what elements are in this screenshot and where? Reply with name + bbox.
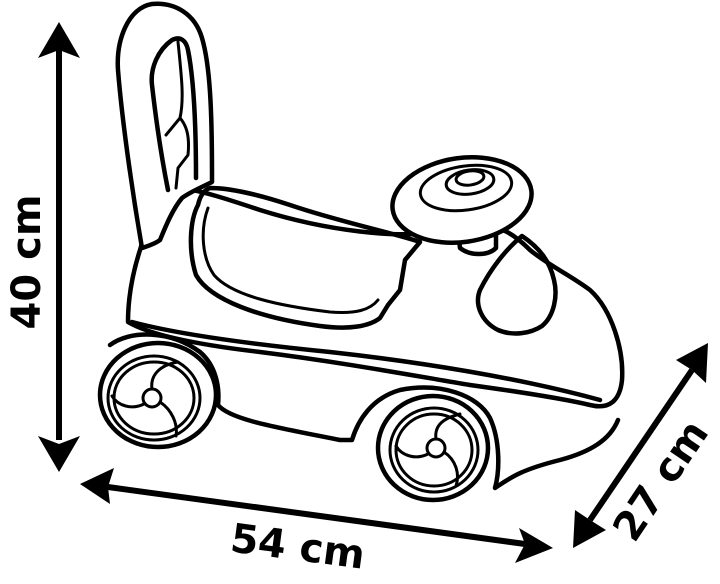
toy-front-window bbox=[475, 233, 558, 336]
length-dimension: 54 cm bbox=[80, 468, 553, 579]
toy-body bbox=[125, 185, 625, 409]
toy-seat bbox=[188, 185, 423, 330]
toy-rear-wheel-arch bbox=[107, 332, 221, 408]
ride-on-toy-illustration bbox=[97, 1, 625, 503]
toy-body-side-line bbox=[129, 319, 603, 403]
arrow-down-icon bbox=[38, 436, 80, 472]
arrow-right-icon bbox=[515, 528, 553, 563]
length-dimension-line bbox=[107, 484, 526, 547]
front-wheel-icon bbox=[375, 393, 491, 503]
rear-wheel-icon bbox=[97, 340, 219, 450]
toy-lower-side-panel bbox=[215, 385, 621, 491]
toy-backrest-detail bbox=[164, 40, 190, 190]
toy-backrest-handle-cutout bbox=[149, 36, 199, 193]
toy-seat-inner-rim bbox=[201, 206, 380, 314]
length-label: 54 cm bbox=[228, 515, 368, 578]
arrow-up-icon bbox=[38, 22, 80, 58]
height-label: 40 cm bbox=[4, 195, 50, 330]
arrow-up-right-icon bbox=[676, 343, 708, 383]
height-dimension: 40 cm bbox=[4, 22, 80, 472]
width-label: 27 cm bbox=[604, 412, 718, 550]
width-dimension-line bbox=[587, 368, 695, 522]
steering-wheel-icon bbox=[390, 155, 534, 245]
arrow-down-left-icon bbox=[573, 510, 606, 548]
arrow-left-icon bbox=[80, 468, 114, 504]
